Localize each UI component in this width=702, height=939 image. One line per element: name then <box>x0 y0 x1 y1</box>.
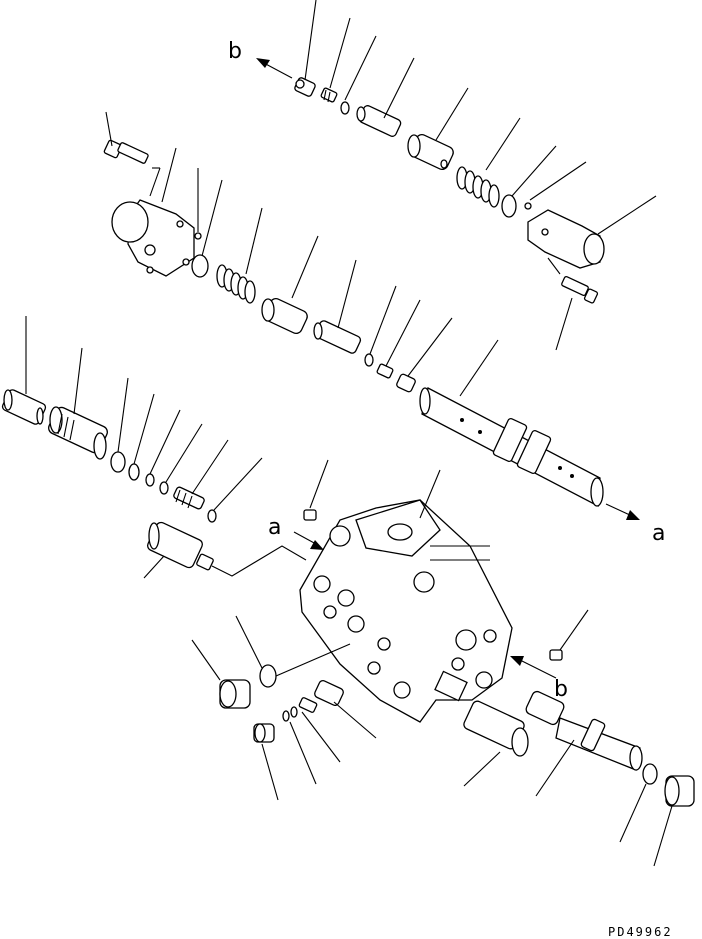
arrow-b-right-head <box>510 656 524 666</box>
o-ring-right <box>642 763 658 785</box>
relief-valve-left <box>1 389 47 425</box>
o-ring-plug-leader <box>275 643 351 677</box>
spring-mid <box>216 264 256 304</box>
arrow-b-head <box>256 58 270 68</box>
label-b-top: b <box>228 39 242 64</box>
backup-ring-left <box>128 463 140 481</box>
plug-left <box>191 639 251 709</box>
body-bolt-right <box>549 609 589 661</box>
check-parts-left <box>282 680 377 785</box>
arrow-a-center-head <box>310 540 324 550</box>
ring-left <box>159 481 169 495</box>
body-bolt-top <box>303 459 329 521</box>
o-ring-left-small <box>145 473 155 487</box>
plug-small-left <box>253 723 279 801</box>
o-ring-small <box>340 101 350 115</box>
spring-small <box>320 87 338 103</box>
washer-left <box>207 509 217 523</box>
valve-sleeve-left <box>48 406 108 460</box>
top-leaders <box>304 0 657 351</box>
left-leaders <box>25 316 263 511</box>
spring <box>456 166 500 208</box>
o-ring-plug-leader-2 <box>235 615 263 669</box>
middle-assembly <box>103 111 640 520</box>
sleeve-mid <box>261 297 308 335</box>
arrow-a-head <box>626 510 640 520</box>
arrow-b-right-line <box>519 659 557 679</box>
label-b-right: b <box>554 677 568 702</box>
arrow-a-line <box>605 503 633 517</box>
body-leader <box>419 469 441 519</box>
valve-body <box>299 499 513 723</box>
bolt-left <box>103 139 161 197</box>
main-spool <box>419 387 604 508</box>
cover-right <box>527 209 605 269</box>
o-ring <box>501 194 517 218</box>
spring-left <box>173 486 205 510</box>
solenoid-left <box>143 521 307 579</box>
o-ring-mid <box>191 254 209 278</box>
ball <box>524 202 532 210</box>
cap-mid <box>396 373 416 393</box>
left-assembly <box>1 316 263 523</box>
plunger <box>356 105 402 137</box>
o-ring-right-leader <box>619 783 647 843</box>
middle-leaders <box>105 111 499 397</box>
top-spool-assembly <box>256 0 657 351</box>
plug-right <box>653 775 695 867</box>
spring-mid-small <box>376 363 394 379</box>
sleeve <box>407 133 454 171</box>
ball-mid <box>194 232 202 240</box>
bolt-right <box>547 257 599 304</box>
label-a-center: a <box>268 515 281 540</box>
flange-cover <box>111 199 195 277</box>
end-cap-small <box>294 77 316 97</box>
label-a-right: a <box>652 521 665 546</box>
plunger-mid <box>313 320 362 354</box>
arrow-a-center-line <box>293 531 317 545</box>
o-ring-plug <box>259 664 277 688</box>
o-ring-left <box>110 451 126 473</box>
solenoid-right <box>463 700 529 787</box>
drawing-code: PD49962 <box>608 925 673 939</box>
o-ring-mid-small <box>364 353 374 367</box>
spool-right <box>525 690 643 797</box>
